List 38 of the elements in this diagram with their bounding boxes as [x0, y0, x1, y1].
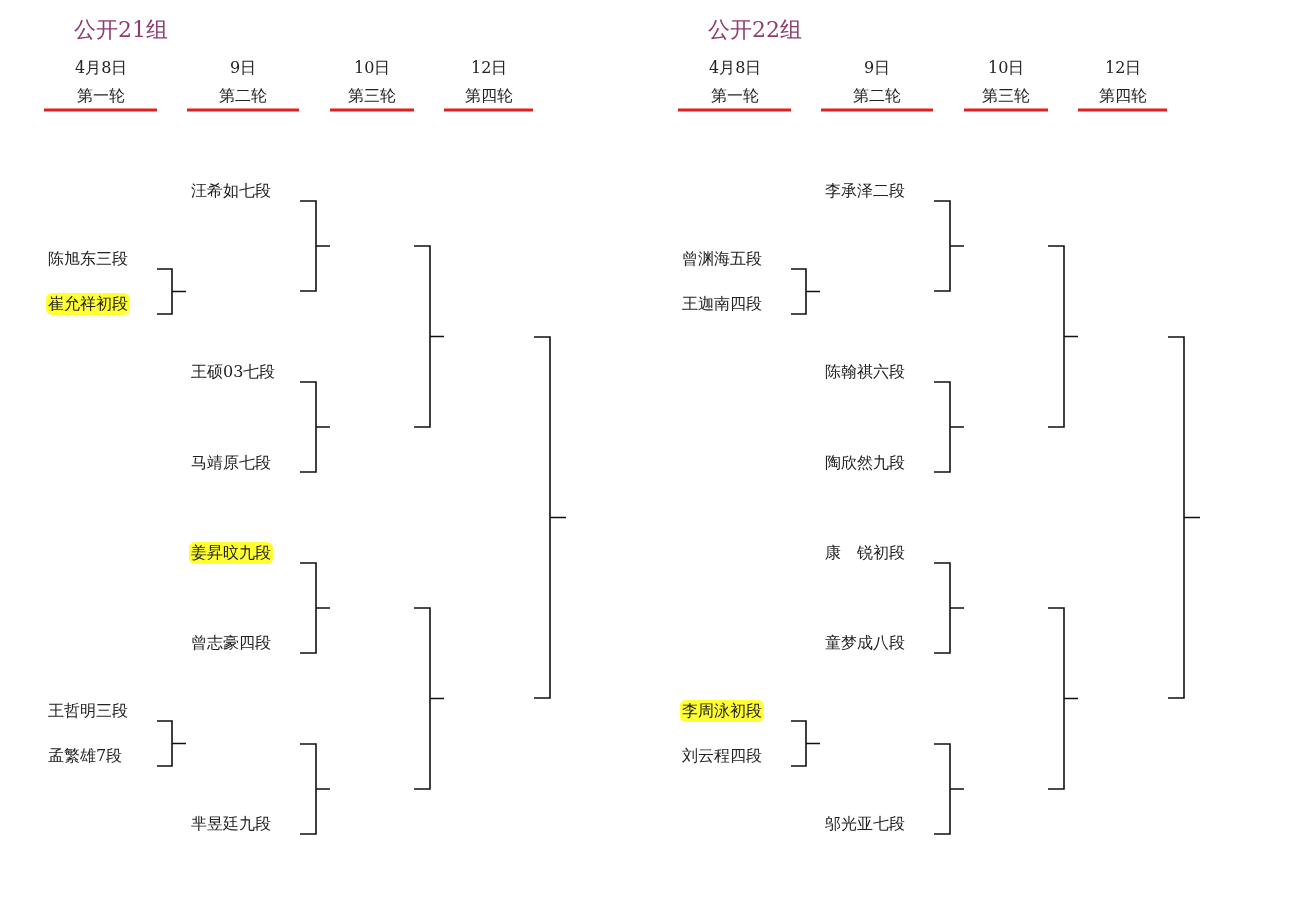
player-name: 童梦成八段: [825, 632, 905, 654]
highlighted-player-name: 姜昇旼九段: [189, 542, 273, 564]
group-title: 公开22组: [708, 16, 802, 44]
date-label: 4月8日: [75, 57, 128, 79]
round-label: 第二轮: [853, 85, 901, 107]
player-name: 刘云程四段: [682, 745, 762, 767]
date-label: 9日: [230, 57, 257, 79]
round-label: 第三轮: [348, 85, 396, 107]
player-name: 陈旭东三段: [48, 248, 128, 270]
highlighted-player-name: 崔允祥初段: [46, 293, 130, 315]
date-label: 12日: [1105, 57, 1142, 79]
group-title: 公开21组: [74, 16, 168, 44]
player-name: 曾志豪四段: [191, 632, 271, 654]
player-name: 曾渊海五段: [682, 248, 762, 270]
round-label: 第四轮: [1099, 85, 1147, 107]
player-name: 康 锐初段: [825, 542, 905, 564]
round-label: 第二轮: [219, 85, 267, 107]
player-name: 马靖原七段: [191, 452, 271, 474]
player-name: 陶欣然九段: [825, 452, 905, 474]
date-label: 10日: [354, 57, 391, 79]
player-name: 邬光亚七段: [825, 813, 905, 835]
date-label: 9日: [864, 57, 891, 79]
highlighted-player-name: 李周泳初段: [680, 700, 764, 722]
date-label: 10日: [988, 57, 1025, 79]
round-label: 第四轮: [465, 85, 513, 107]
player-name: 孟繁雄7段: [48, 745, 123, 767]
round-label: 第三轮: [982, 85, 1030, 107]
player-name: 王迦南四段: [682, 293, 762, 315]
player-name: 芈昱廷九段: [191, 813, 271, 835]
player-name: 王硕03七段: [191, 361, 276, 383]
round-label: 第一轮: [77, 85, 125, 107]
player-name: 汪希如七段: [191, 180, 271, 202]
round-label: 第一轮: [711, 85, 759, 107]
player-name: 陈翰祺六段: [825, 361, 905, 383]
player-name: 李承泽二段: [825, 180, 905, 202]
player-name: 王哲明三段: [48, 700, 128, 722]
date-label: 12日: [471, 57, 508, 79]
date-label: 4月8日: [709, 57, 762, 79]
